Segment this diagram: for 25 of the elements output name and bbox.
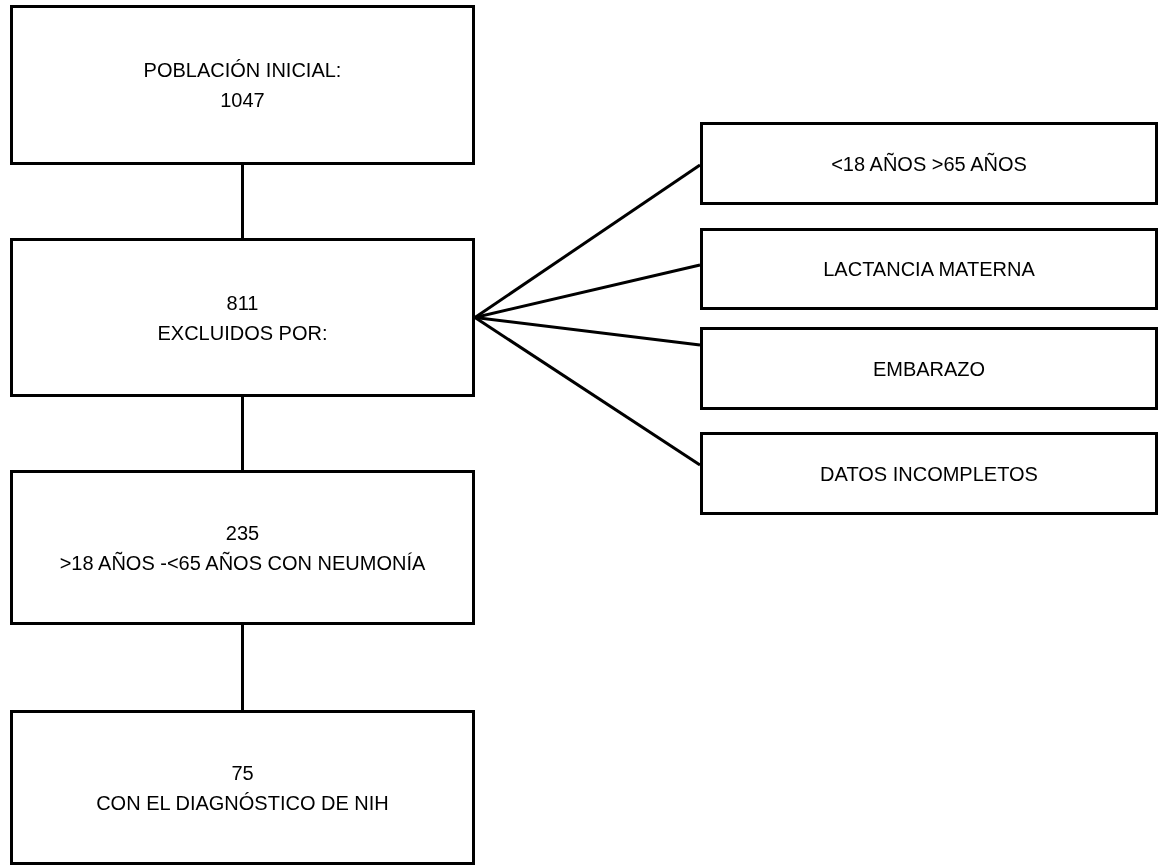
process-box (10, 238, 475, 397)
box-text: 235 (225, 520, 260, 546)
box-text: <18 AÑOS >65 AÑOS (831, 151, 1027, 177)
box-text: LACTANCIA MATERNA (823, 257, 1035, 282)
box-text: CON EL DIAGNÓSTICO DE NIH (96, 790, 389, 816)
process-box (700, 327, 1158, 410)
box-text: 1047 (220, 88, 265, 113)
process-box (10, 710, 475, 865)
box-text: EXCLUIDOS POR: (157, 320, 328, 346)
box-text: 75 (231, 760, 254, 786)
box-text: 811 (226, 290, 259, 316)
connector-line (241, 625, 244, 710)
box-text: POBLACIÓN INICIAL: (143, 58, 342, 83)
process-box (700, 228, 1158, 310)
connector-line (474, 316, 701, 467)
connector-line (241, 165, 244, 238)
box-text: >18 AÑOS -<65 AÑOS CON NEUMONÍA (59, 550, 426, 576)
connector-line (241, 397, 244, 470)
box-text: DATOS INCOMPLETOS (820, 461, 1038, 487)
process-box (700, 432, 1158, 515)
process-box (10, 5, 475, 165)
connector-line (474, 163, 701, 319)
process-box (700, 122, 1158, 205)
box-text: EMBARAZO (872, 356, 986, 382)
process-box (10, 470, 475, 625)
